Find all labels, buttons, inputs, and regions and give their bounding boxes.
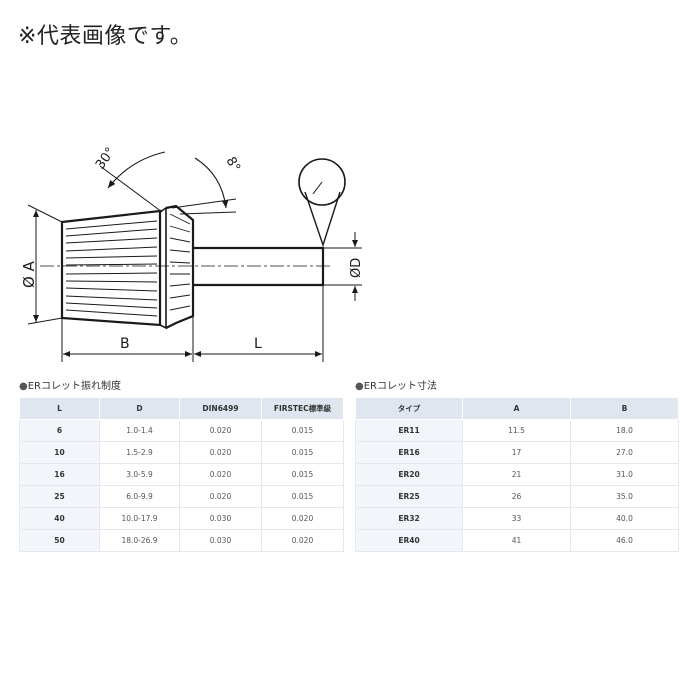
cell-b: 46.0 xyxy=(570,529,679,552)
angle-30-marker: 30° xyxy=(93,145,166,213)
cell-d: 18.0-26.9 xyxy=(99,529,180,552)
table-row: ER25 26 35.0 xyxy=(355,485,679,508)
cell-a: 41 xyxy=(462,529,571,552)
cell-type: ER20 xyxy=(355,463,463,486)
runout-table-title: ●ERコレット振れ制度 xyxy=(19,377,121,392)
table-header-row: L D DIN6499 FIRSTEC標準級 xyxy=(19,397,344,420)
cell-din: 0.030 xyxy=(179,507,262,530)
table-row: 50 18.0-26.9 0.030 0.020 xyxy=(19,529,344,552)
cell-b: 40.0 xyxy=(570,507,679,530)
cell-b: 35.0 xyxy=(570,485,679,508)
col-header-B: B xyxy=(570,397,679,420)
cell-a: 33 xyxy=(462,507,571,530)
cell-type: ER16 xyxy=(355,441,463,464)
runout-table-title-text: ERコレット振れ制度 xyxy=(27,381,122,392)
col-header-A: A xyxy=(462,397,571,420)
dim-L-label: L xyxy=(254,336,262,352)
table-header-row: タイプ A B xyxy=(355,397,679,420)
cell-d: 3.0-5.9 xyxy=(99,463,180,486)
cell-l: 6 xyxy=(19,419,100,442)
cell-firstec: 0.020 xyxy=(261,507,344,530)
cell-din: 0.030 xyxy=(179,529,262,552)
cell-firstec: 0.015 xyxy=(261,463,344,486)
bullet-icon: ● xyxy=(355,381,364,392)
size-table-title-text: ERコレット寸法 xyxy=(363,381,438,392)
table-row: 16 3.0-5.9 0.020 0.015 xyxy=(19,463,344,486)
collet-body xyxy=(60,209,162,327)
table-row: 10 1.5-2.9 0.020 0.015 xyxy=(19,441,344,464)
cell-b: 18.0 xyxy=(570,419,679,442)
cell-firstec: 0.015 xyxy=(261,419,344,442)
angle-30-label: 30° xyxy=(93,145,119,172)
angle-8-label: 8° xyxy=(223,155,243,175)
cell-d: 1.0-1.4 xyxy=(99,419,180,442)
cell-type: ER11 xyxy=(355,419,463,442)
cell-din: 0.020 xyxy=(179,485,262,508)
table-row: 25 6.0-9.9 0.020 0.015 xyxy=(19,485,344,508)
cell-a: 21 xyxy=(462,463,571,486)
detail-circle xyxy=(298,158,346,248)
cell-firstec: 0.015 xyxy=(261,441,344,464)
tool-shank xyxy=(40,246,330,287)
runout-table: L D DIN6499 FIRSTEC標準級 6 1.0-1.4 0.020 0… xyxy=(19,397,344,552)
col-header-din6499: DIN6499 xyxy=(179,397,262,420)
cell-a: 17 xyxy=(462,441,571,464)
col-header-firstec: FIRSTEC標準級 xyxy=(261,397,344,420)
dimension-D: ØD xyxy=(323,232,364,301)
angle-8-marker: 8° xyxy=(171,155,243,215)
table-row: ER40 41 46.0 xyxy=(355,529,679,552)
cell-a: 26 xyxy=(462,485,571,508)
collet-technical-drawing: 30° 8° Ø A ØD B L xyxy=(20,145,364,362)
cell-b: 27.0 xyxy=(570,441,679,464)
size-table: タイプ A B ER11 11.5 18.0 ER16 17 27.0 ER20… xyxy=(355,397,679,552)
col-header-type: タイプ xyxy=(355,397,463,420)
cell-l: 16 xyxy=(19,463,100,486)
cell-firstec: 0.015 xyxy=(261,485,344,508)
cell-din: 0.020 xyxy=(179,441,262,464)
cell-b: 31.0 xyxy=(570,463,679,486)
dimension-A: Ø A xyxy=(20,204,63,325)
representative-image-note: ※代表画像です。 xyxy=(18,24,193,49)
size-table-title: ●ERコレット寸法 xyxy=(355,377,437,392)
cell-d: 10.0-17.9 xyxy=(99,507,180,530)
col-header-L: L xyxy=(19,397,100,420)
cell-din: 0.020 xyxy=(179,463,262,486)
cell-l: 50 xyxy=(19,529,100,552)
cell-din: 0.020 xyxy=(179,419,262,442)
table-row: ER11 11.5 18.0 xyxy=(355,419,679,442)
cell-l: 40 xyxy=(19,507,100,530)
table-row: 6 1.0-1.4 0.020 0.015 xyxy=(19,419,344,442)
dim-B-label: B xyxy=(120,336,130,352)
cell-l: 25 xyxy=(19,485,100,508)
cell-l: 10 xyxy=(19,441,100,464)
table-row: 40 10.0-17.9 0.030 0.020 xyxy=(19,507,344,530)
dim-A-label: Ø A xyxy=(20,260,38,288)
cell-firstec: 0.020 xyxy=(261,529,344,552)
collet-front-taper xyxy=(159,204,195,330)
cell-d: 1.5-2.9 xyxy=(99,441,180,464)
table-row: ER20 21 31.0 xyxy=(355,463,679,486)
dim-D-label: ØD xyxy=(349,258,364,278)
cell-a: 11.5 xyxy=(462,419,571,442)
col-header-D: D xyxy=(99,397,180,420)
bullet-icon: ● xyxy=(19,381,28,392)
dimension-B-L: B L xyxy=(61,285,324,362)
cell-type: ER25 xyxy=(355,485,463,508)
cell-type: ER32 xyxy=(355,507,463,530)
cell-type: ER40 xyxy=(355,529,463,552)
table-row: ER16 17 27.0 xyxy=(355,441,679,464)
cell-d: 6.0-9.9 xyxy=(99,485,180,508)
table-row: ER32 33 40.0 xyxy=(355,507,679,530)
